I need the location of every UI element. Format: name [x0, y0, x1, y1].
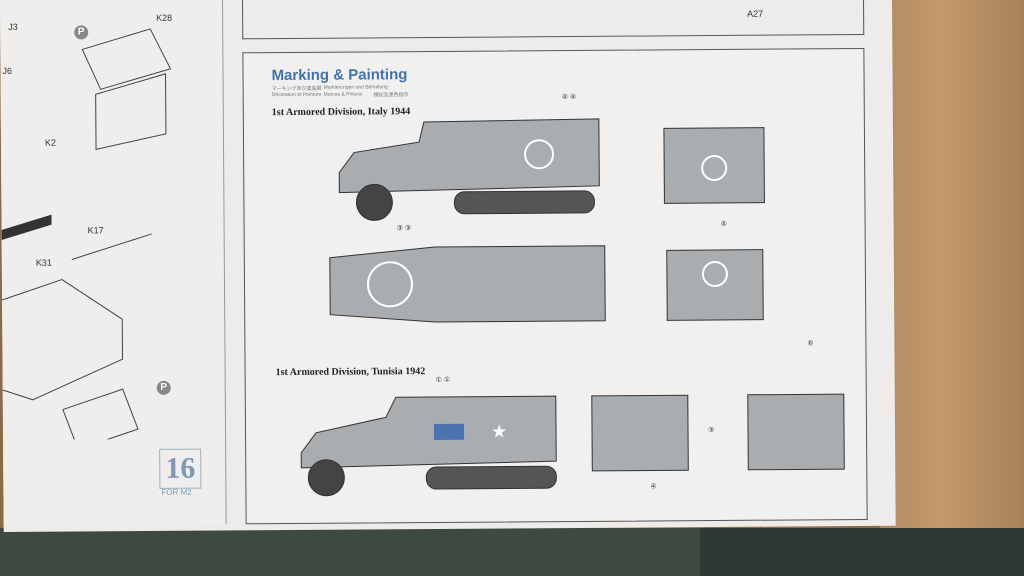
cutting-mat-edge	[700, 528, 1024, 576]
halftrack-side-view-2	[300, 395, 557, 469]
page-number: 16	[159, 448, 202, 489]
part-label: A27	[747, 8, 764, 19]
halftrack-front-view	[663, 127, 765, 204]
halftrack-rear-view-2	[747, 393, 845, 471]
halftrack-top-view	[329, 245, 606, 323]
vehicle-drawings: ★	[300, 118, 845, 497]
previous-step-panel: A27	[241, 0, 865, 40]
halftrack-side-view	[338, 118, 600, 194]
svg-text:★: ★	[491, 421, 507, 441]
wooden-table	[880, 0, 1024, 576]
instruction-sheet: J3 K28 J6 K2 K17 K31 P P 16 FOR M2 A27 M…	[0, 0, 896, 532]
marking-painting-panel: Marking & Painting マーキング及び塗装図 Markierung…	[242, 47, 868, 525]
left-page: J3 K28 J6 K2 K17 K31 P P 16 FOR M2	[0, 0, 227, 526]
halftrack-front-view-2	[591, 394, 689, 472]
assembly-drawing	[1, 28, 172, 440]
page-caption: FOR M2	[161, 487, 192, 497]
